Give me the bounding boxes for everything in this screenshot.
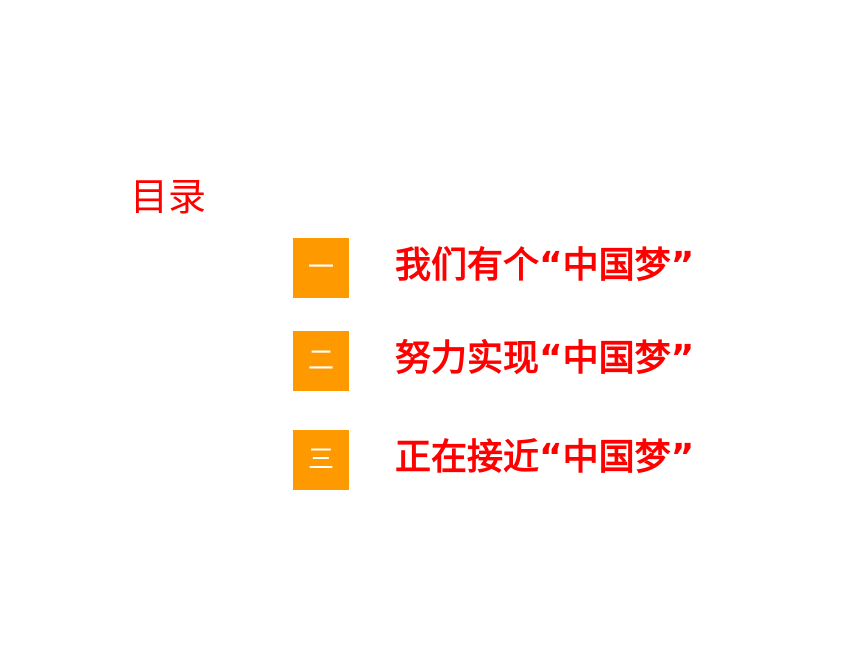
item-label: 努力实现“中国梦”: [395, 338, 695, 379]
item-number-box: 一: [293, 238, 349, 298]
item-number-box: 二: [293, 331, 349, 391]
item-number-box: 三: [293, 430, 349, 490]
slide-heading: 目录: [130, 175, 207, 219]
item-label: 我们有个“中国梦”: [395, 245, 695, 286]
item-label: 正在接近“中国梦”: [395, 437, 695, 478]
